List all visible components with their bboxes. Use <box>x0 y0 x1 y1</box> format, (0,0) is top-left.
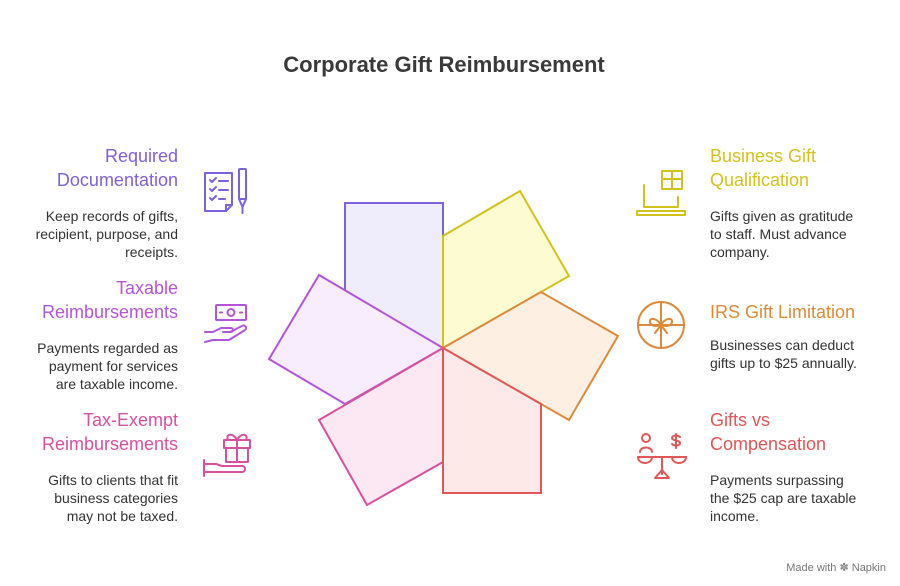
petal-compensation <box>442 346 542 494</box>
taxable-heading: Taxable Reimbursements <box>41 278 178 322</box>
diagram-title: Corporate Gift Reimbursement <box>283 52 605 77</box>
documentation-description: Keep records of gifts, recipient, purpos… <box>35 208 178 260</box>
footer-made-with: Made with <box>786 562 837 574</box>
money-hand-icon <box>204 304 247 343</box>
tax-exempt-heading: Tax-Exempt Reimbursements <box>41 410 178 454</box>
tax-exempt-description: Gifts to clients that fit business categ… <box>48 472 178 524</box>
gift-laptop-icon <box>636 170 686 216</box>
gift-hand-icon <box>203 433 251 477</box>
balance-scale-icon <box>637 433 687 479</box>
compensation-description: Payments surpassing the $25 cap are taxa… <box>710 472 857 524</box>
taxable-description: Payments regarded as payment for service… <box>37 340 178 392</box>
qualification-description: Gifts given as gratitude to staff. Must … <box>710 208 854 260</box>
footer-brand: Napkin <box>851 562 886 574</box>
gift-circle-icon <box>637 301 685 349</box>
compensation-heading: Gifts vs Compensation <box>710 410 827 454</box>
napkin-logo-icon: ✽ <box>839 562 849 574</box>
documentation-heading: Required Documentation <box>56 146 178 190</box>
footer-credit: Made with ✽ Napkin <box>786 561 886 574</box>
checklist-icon <box>204 168 247 214</box>
irs-limitation-heading: IRS Gift Limitation <box>710 302 856 322</box>
qualification-heading: Business Gift Qualification <box>710 146 817 190</box>
irs-limitation-description: Businesses can deduct gifts up to $25 an… <box>710 337 857 371</box>
